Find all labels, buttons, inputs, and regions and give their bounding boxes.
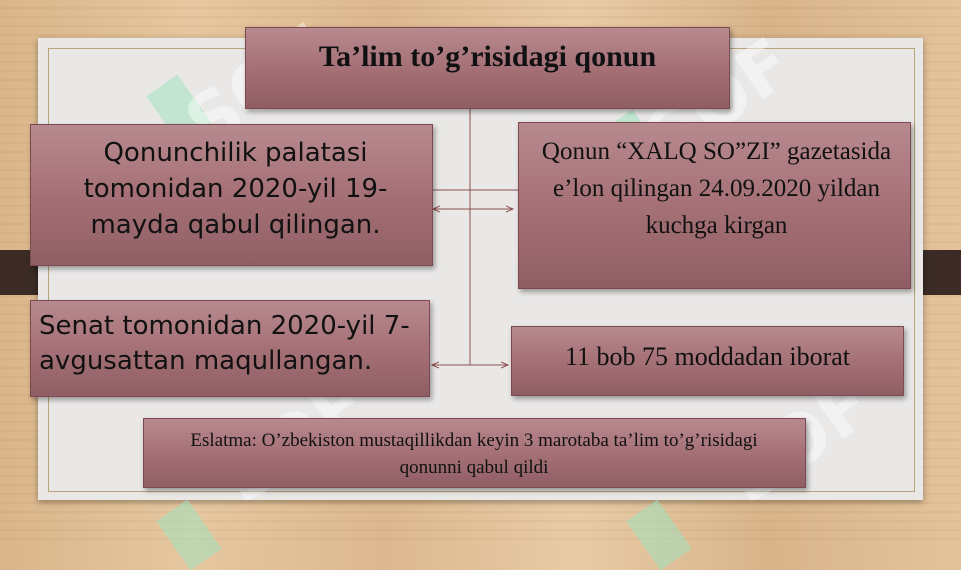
structure-text: 11 bob 75 moddadan iborat — [565, 342, 850, 371]
title-box: Ta’lim to’g’risidagi qonun — [245, 27, 730, 109]
senate-text: Senat tomonidan 2020-yil 7- avgusattan m… — [39, 311, 410, 376]
parliament-box: Qonunchilik palatasi tomonidan 2020-yil … — [30, 124, 433, 266]
publication-box: Qonun “XALQ SO”ZI” gazetasida e’lon qili… — [518, 122, 911, 289]
publication-text: Qonun “XALQ SO”ZI” gazetasida e’lon qili… — [541, 138, 892, 239]
connector-lines — [0, 109, 518, 540]
dark-strip-right — [921, 250, 961, 295]
parliament-text: Qonunchilik palatasi tomonidan 2020-yil … — [83, 138, 388, 240]
senate-box: Senat tomonidan 2020-yil 7- avgusattan m… — [30, 300, 430, 397]
page-title: Ta’lim to’g’risidagi qonun — [318, 40, 657, 73]
note-text: Eslatma: O’zbekiston mustaqillikdan keyi… — [190, 430, 758, 478]
structure-box: 11 bob 75 moddadan iborat — [511, 326, 904, 396]
note-box: Eslatma: O’zbekiston mustaqillikdan keyi… — [143, 418, 806, 488]
